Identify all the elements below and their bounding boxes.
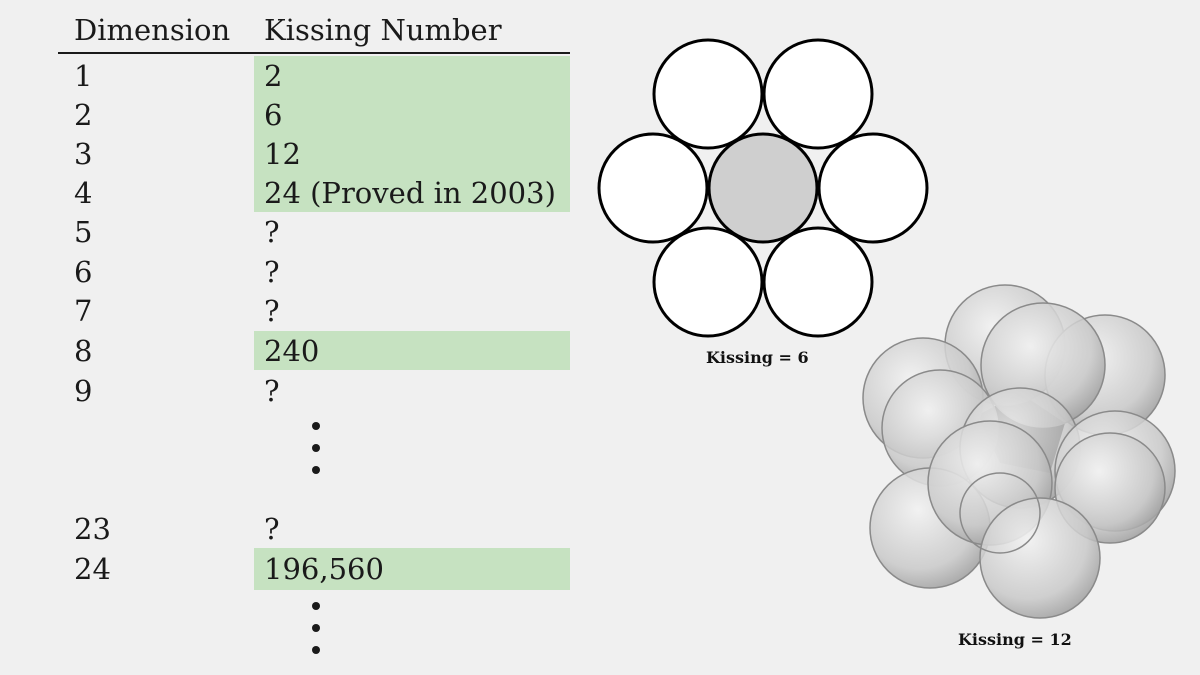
outer-circle (597, 132, 709, 244)
table-header: Dimension Kissing Number (58, 8, 570, 54)
table-row: 7 ? (58, 291, 570, 330)
kissing-number-table: Dimension Kissing Number 1 2 2 6 3 12 4 … (58, 8, 570, 654)
table-row: 2 6 (58, 95, 570, 134)
table-row: 6 ? (58, 252, 570, 291)
outer-circle (817, 132, 929, 244)
kissing-cell: 24 (Proved in 2003) (264, 175, 556, 210)
kissing-cell: 196,560 (254, 548, 570, 590)
kissing-cell: ? (264, 214, 280, 249)
dimension-cell: 7 (74, 293, 93, 328)
dimension-cell: 23 (74, 511, 111, 546)
sphere (979, 497, 1101, 619)
circle-packing-diagram (597, 38, 929, 338)
kissing-cell: ? (264, 511, 280, 546)
sphere-highlight (959, 472, 1041, 554)
header-dimension: Dimension (74, 13, 231, 47)
dimension-cell: 4 (74, 175, 93, 210)
kissing-cell: 12 (264, 136, 301, 171)
dimension-cell: 1 (74, 58, 93, 93)
center-circle (707, 132, 819, 244)
sphere-packing-diagram (862, 284, 1176, 619)
dimension-cell: 3 (74, 136, 93, 171)
circles-caption: Kissing = 6 (706, 348, 809, 367)
table-row: 3 12 (58, 134, 570, 173)
table-row: 1 2 (58, 56, 570, 95)
highlight-block-dims-1-4 (254, 56, 570, 212)
table-row: 9 ? (58, 371, 570, 410)
outer-circle (762, 226, 874, 338)
kissing-cell: 2 (264, 58, 283, 93)
table-row: 24 196,560 (58, 548, 570, 590)
kissing-cell: 6 (264, 97, 283, 132)
dimension-cell: 2 (74, 97, 93, 132)
dimension-cell: 5 (74, 214, 93, 249)
dimension-cell: 9 (74, 373, 93, 408)
kissing-cell: 240 (254, 331, 570, 370)
kissing-cell: ? (264, 373, 280, 408)
outer-circle (652, 226, 764, 338)
dimension-cell: 6 (74, 254, 93, 289)
spheres-caption: Kissing = 12 (958, 630, 1072, 649)
kissing-cell: ? (264, 254, 280, 289)
table-row: 23 ? (58, 509, 570, 548)
table-row: 4 24 (Proved in 2003) (58, 173, 570, 212)
outer-circle (762, 38, 874, 150)
outer-circle (652, 38, 764, 150)
dimension-cell: 8 (74, 333, 93, 368)
header-kissing-number: Kissing Number (264, 13, 502, 47)
table-row: 5 ? (58, 212, 570, 251)
table-row: 8 240 (58, 331, 570, 370)
kissing-cell: ? (264, 293, 280, 328)
dimension-cell: 24 (74, 552, 111, 586)
